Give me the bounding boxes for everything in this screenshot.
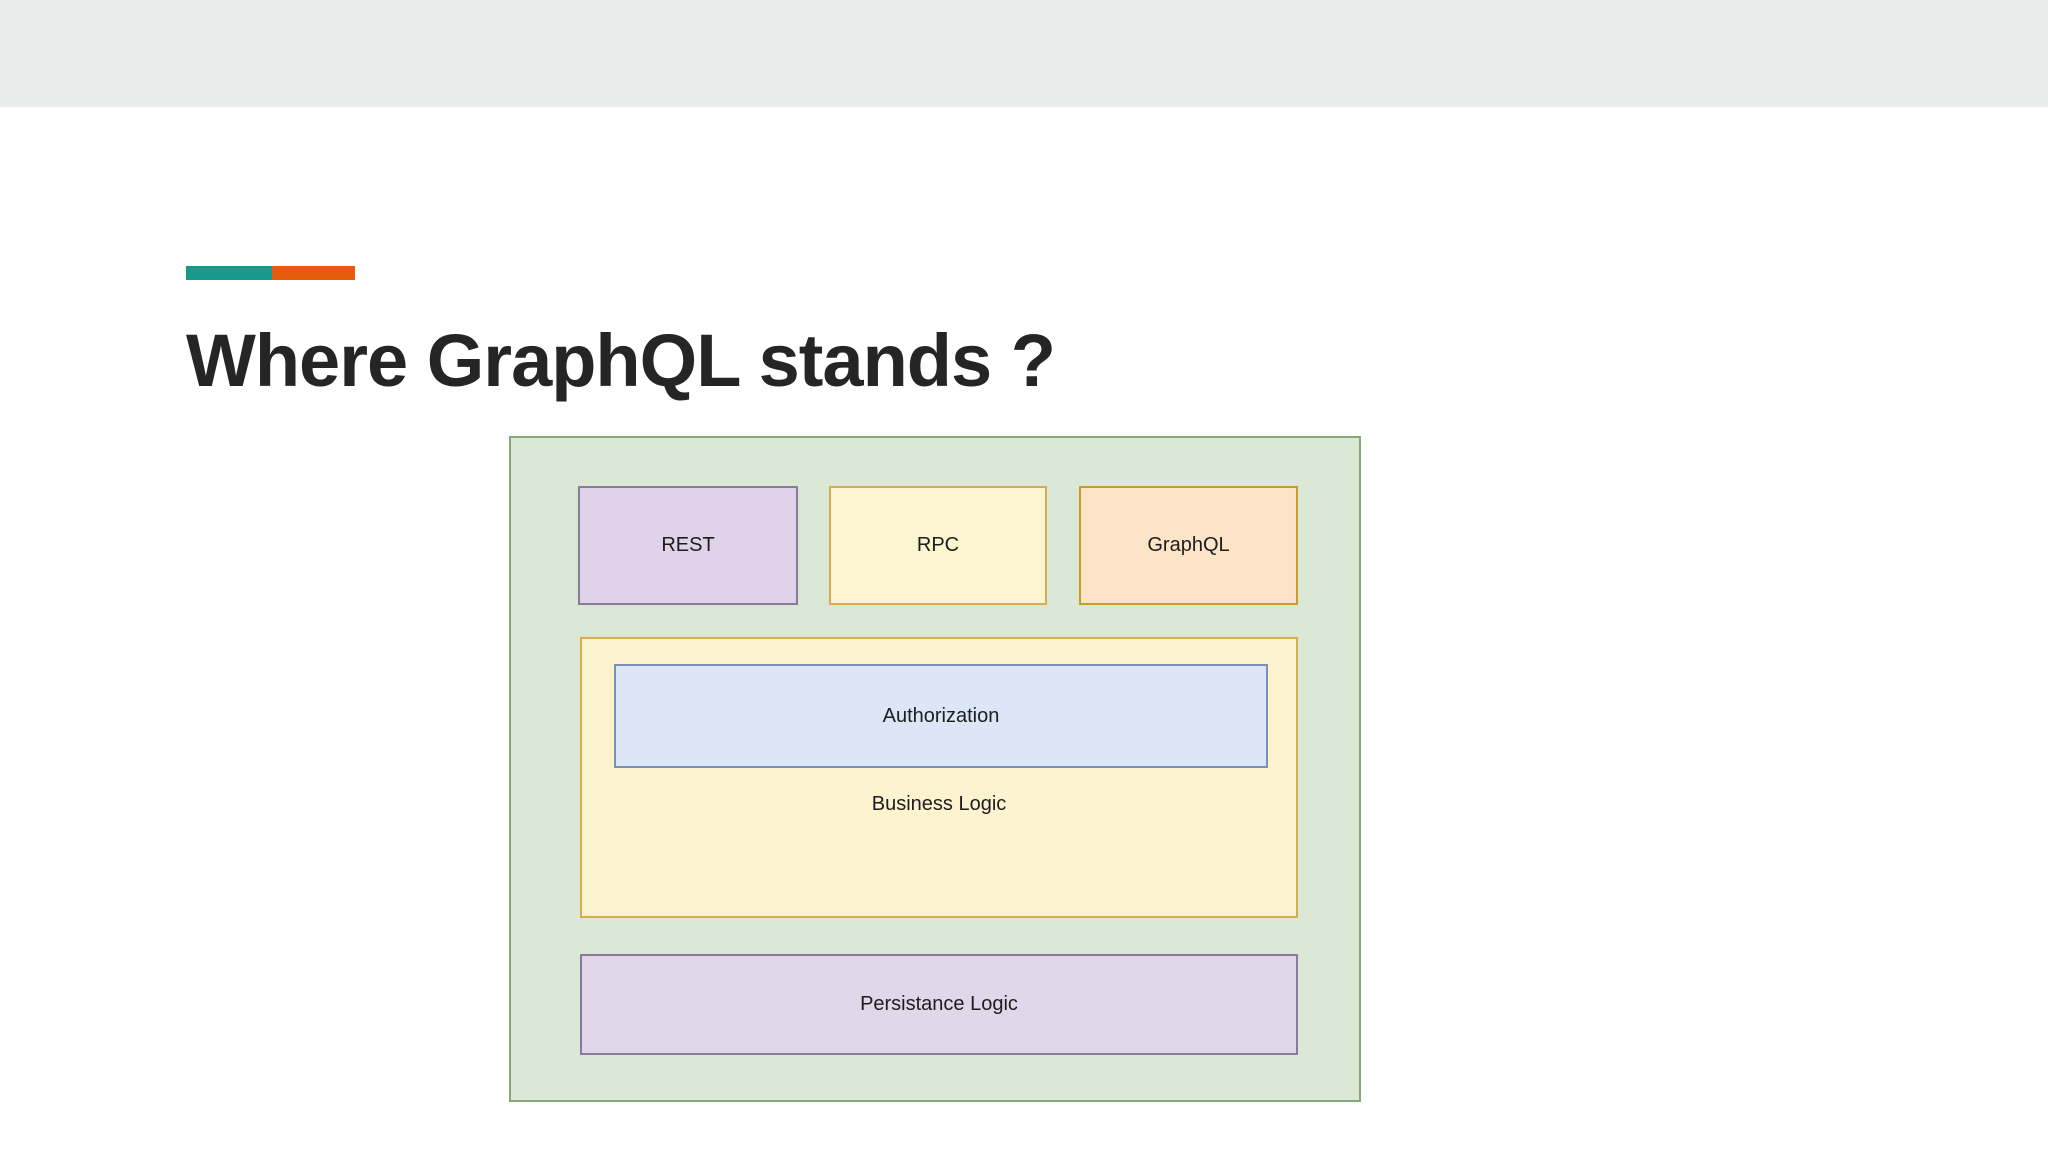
title-accent-bar	[186, 266, 355, 280]
architecture-diagram-container: REST RPC GraphQL Authorization Business …	[509, 436, 1361, 1102]
diagram-box-business-logic: Authorization Business Logic	[580, 637, 1298, 918]
accent-orange-segment	[272, 266, 355, 280]
diagram-box-rpc: RPC	[829, 486, 1047, 605]
diagram-box-persistence-logic: Persistance Logic	[580, 954, 1298, 1055]
business-logic-label: Business Logic	[871, 793, 1007, 815]
top-letterbox-bar	[0, 0, 2048, 107]
accent-teal-segment	[186, 266, 272, 280]
diagram-box-graphql: GraphQL	[1079, 486, 1298, 605]
slide-title: Where GraphQL stands ?	[186, 319, 1056, 402]
diagram-box-authorization: Authorization	[614, 664, 1268, 768]
diagram-box-rest: REST	[578, 486, 798, 605]
